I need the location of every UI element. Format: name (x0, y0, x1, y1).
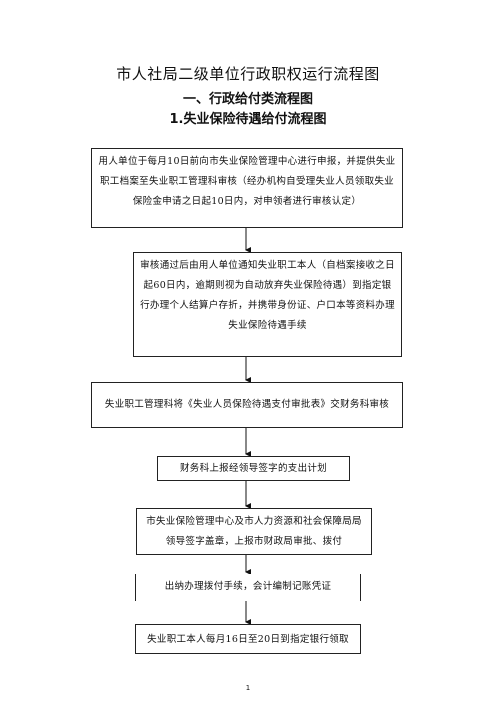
subsection-heading: 1.失业保险待遇给付流程图 (169, 112, 327, 127)
flow-step-1: 用人单位于每月10日前向市失业保险管理中心进行申报，并提供失业职工档案至失业职工… (91, 148, 403, 228)
page-number: 1 (245, 684, 251, 692)
flow-step-7: 失业职工本人每月16日至20日到指定银行领取 (135, 624, 361, 654)
section-heading: 一、行政给付类流程图 (182, 92, 313, 107)
flow-step-6: 出纳办理拨付手续，会计编制记账凭证 (135, 574, 361, 601)
flow-step-4: 财务科上报经领导签字的支出计划 (157, 456, 350, 481)
flow-step-2: 审核通过后由用人单位通知失业职工本人（自档案接收之日起60日内，逾期则视为自动放… (133, 252, 402, 357)
flow-step-5: 市失业保险管理中心及市人力资源和社会保障局局领导签字盖章，上报市财政局审批、拨付 (136, 508, 372, 555)
document-title: 市人社局二级单位行政职权运行流程图 (116, 65, 380, 83)
flow-step-3: 失业职工管理科将《失业人员保险待遇支付审批表》交财务科审核 (91, 382, 403, 428)
